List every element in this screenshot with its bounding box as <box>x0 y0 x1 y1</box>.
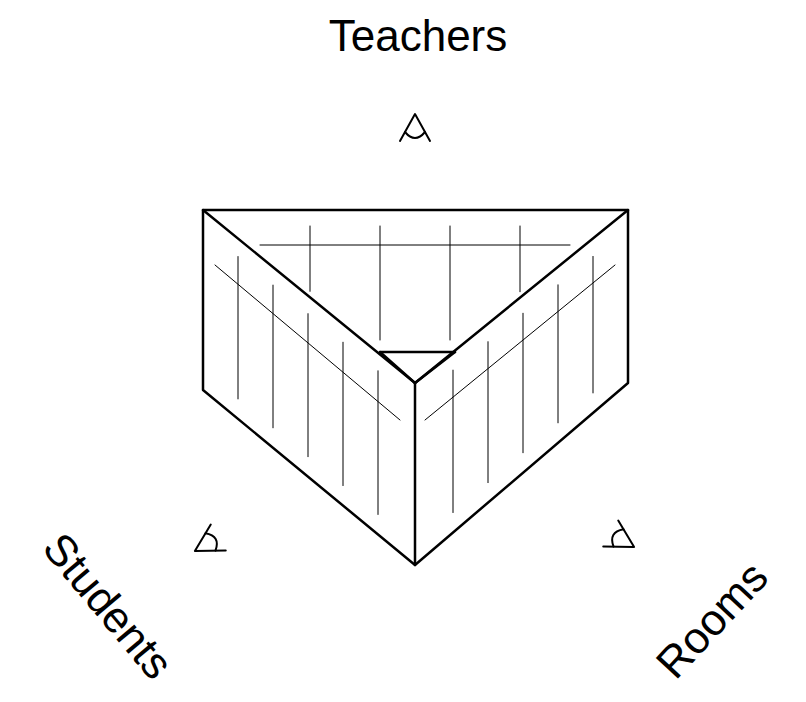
grid-line <box>450 226 451 340</box>
eye-symbol <box>187 525 225 564</box>
grid-line <box>215 265 400 420</box>
grid-line <box>593 256 594 392</box>
view-label: Students <box>35 525 180 686</box>
grid-line <box>488 342 489 483</box>
grid-line <box>520 226 521 292</box>
grid-line <box>378 371 379 515</box>
grid-line <box>380 226 381 340</box>
view-label: Rooms <box>648 554 775 686</box>
grid-line <box>273 285 274 428</box>
grid-line <box>238 257 239 399</box>
grid-line <box>310 226 311 291</box>
eye-symbol <box>400 114 430 141</box>
prism-outline <box>203 210 628 565</box>
grid-line <box>308 314 309 457</box>
grid-line <box>343 342 344 485</box>
eye-symbol <box>603 521 641 560</box>
grid-line <box>453 370 454 512</box>
grid-line <box>260 245 570 246</box>
grid-line <box>523 313 524 452</box>
grid-line <box>558 285 559 423</box>
view-label: Teachers <box>329 14 508 58</box>
